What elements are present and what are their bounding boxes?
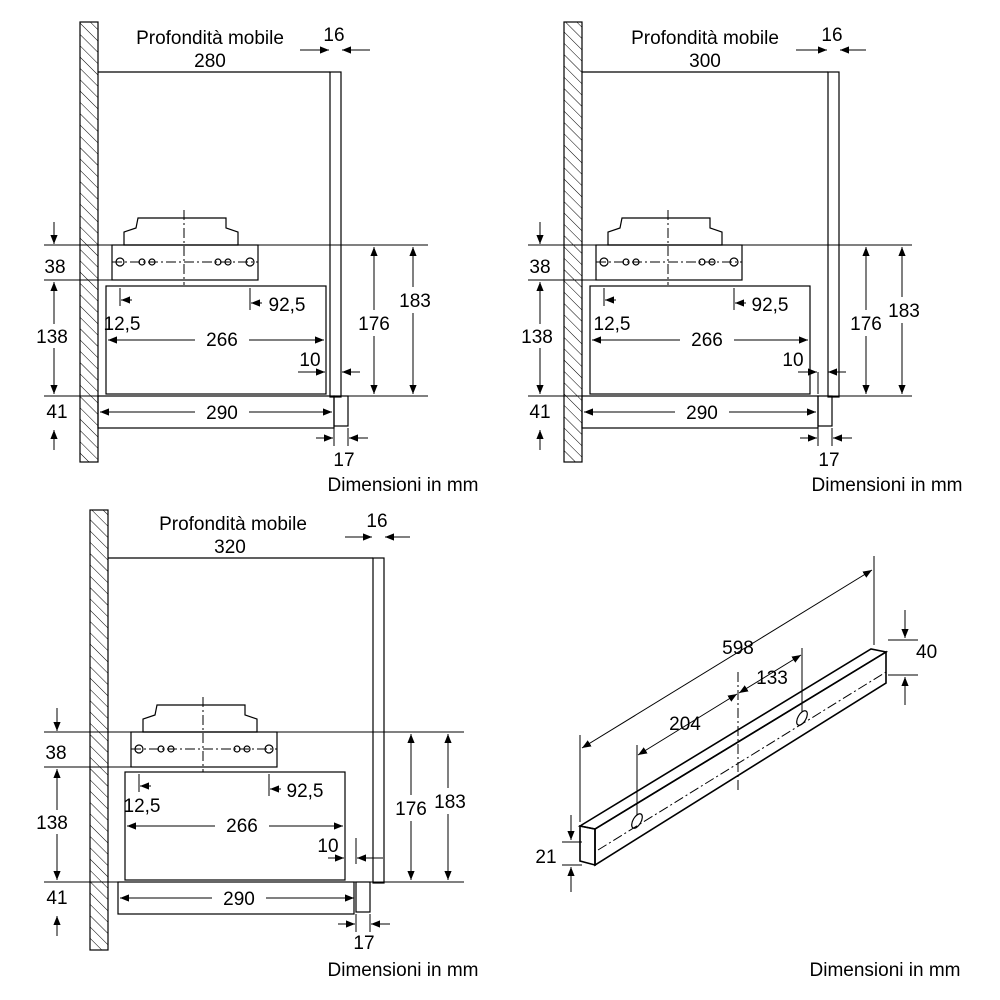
height-183: 183 <box>399 291 431 312</box>
height-138: 138 <box>521 327 553 348</box>
front-panel <box>355 881 371 913</box>
width-10: 10 <box>782 350 803 371</box>
hood-body <box>105 285 327 395</box>
width-10: 10 <box>317 836 338 857</box>
hole-offset-204: 204 <box>669 714 701 735</box>
cabinet-side-panel <box>372 557 385 884</box>
width-12-5: 12,5 <box>124 796 161 817</box>
install-view-280: Profondità mobile 280 16 38 138 41 176 1… <box>34 21 479 496</box>
panel-height-21: 21 <box>535 847 556 868</box>
hood-body <box>124 771 346 881</box>
panel-front-face <box>594 650 887 867</box>
width-17: 17 <box>333 450 354 471</box>
width-290: 290 <box>206 403 238 424</box>
height-38: 38 <box>44 257 65 278</box>
depth-label: Profondità mobile <box>136 28 284 49</box>
width-266: 266 <box>226 816 258 837</box>
depth-label: Profondità mobile <box>159 514 307 535</box>
height-138: 138 <box>36 327 68 348</box>
height-38: 38 <box>529 257 550 278</box>
depth-value: 320 <box>214 537 246 558</box>
front-panel <box>817 395 833 427</box>
panel-thickness: 16 <box>821 25 842 46</box>
panel-height-40: 40 <box>916 642 937 663</box>
width-290: 290 <box>686 403 718 424</box>
width-266: 266 <box>691 330 723 351</box>
caption: Dimensioni in mm <box>328 475 479 496</box>
motor-housing <box>123 217 239 246</box>
height-183: 183 <box>434 792 466 813</box>
motor-housing <box>607 217 723 246</box>
width-92-5: 92,5 <box>752 295 789 316</box>
panel-width: 598 <box>722 638 754 659</box>
width-290: 290 <box>223 889 255 910</box>
height-41: 41 <box>529 402 550 423</box>
width-92-5: 92,5 <box>269 295 306 316</box>
wall <box>79 21 99 463</box>
width-266: 266 <box>206 330 238 351</box>
height-38: 38 <box>45 743 66 764</box>
height-138: 138 <box>36 813 68 834</box>
width-17: 17 <box>818 450 839 471</box>
hole-offset-133: 133 <box>756 668 788 689</box>
panel-end-face <box>579 825 596 867</box>
install-view-320: Profondità mobile 320 16 38 138 41 176 1… <box>30 509 479 981</box>
cabinet-side-panel <box>827 71 840 398</box>
mounting-hole <box>631 813 643 829</box>
caption: Dimensioni in mm <box>328 960 479 981</box>
height-176: 176 <box>395 799 427 820</box>
width-10: 10 <box>299 350 320 371</box>
width-12-5: 12,5 <box>594 314 631 335</box>
motor-housing <box>142 704 258 733</box>
height-41: 41 <box>46 888 67 909</box>
height-183: 183 <box>888 301 920 322</box>
width-92-5: 92,5 <box>287 781 324 802</box>
width-17: 17 <box>353 933 374 954</box>
caption: Dimensioni in mm <box>812 475 963 496</box>
height-176: 176 <box>850 314 882 335</box>
wall <box>563 21 583 463</box>
panel-top-face <box>577 648 889 830</box>
height-176: 176 <box>358 314 390 335</box>
panel-thickness: 16 <box>366 511 387 532</box>
panel-thickness: 16 <box>323 25 344 46</box>
front-panel-isometric: 598 204 133 40 21 Dimensioni in mm <box>535 556 960 981</box>
caption: Dimensioni in mm <box>810 960 961 981</box>
hood-body <box>589 285 811 395</box>
width-12-5: 12,5 <box>104 314 141 335</box>
install-view-300: Profondità mobile 300 16 38 138 41 176 1… <box>518 21 963 496</box>
height-41: 41 <box>46 402 67 423</box>
depth-value: 300 <box>689 51 721 72</box>
cabinet-side-panel <box>329 71 342 398</box>
wall <box>89 509 109 951</box>
front-panel <box>333 395 349 427</box>
depth-label: Profondità mobile <box>631 28 779 49</box>
depth-value: 280 <box>194 51 226 72</box>
